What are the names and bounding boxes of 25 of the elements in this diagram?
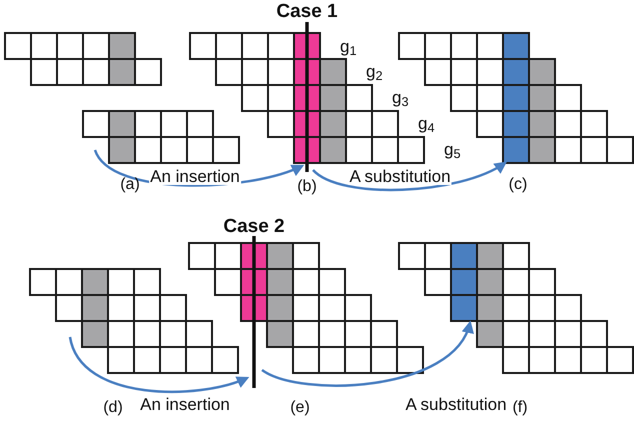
case-heading: Case 2 — [222, 217, 286, 236]
group-label: g$_{3}$ — [392, 89, 409, 106]
group-label: g$_{1}$ — [340, 38, 357, 55]
group-label: g$_{4}$ — [418, 115, 435, 132]
panel-label: (e) — [290, 400, 310, 416]
edge-label: An insertion — [149, 168, 241, 185]
edge-label: An insertion — [139, 396, 231, 413]
panel-label: (b) — [297, 179, 317, 195]
edge-label: A substitution — [348, 168, 452, 185]
cell-grid-drawing — [188, 242, 424, 374]
group-label: g$_{5}$ — [444, 141, 461, 158]
panel-label: (c) — [508, 177, 528, 193]
panel-label: (a) — [120, 177, 140, 193]
cell-grid-drawing — [189, 32, 425, 164]
cell-grid-drawing — [4, 32, 240, 164]
group-label: g$_{2}$ — [366, 63, 383, 80]
curved-arrow — [312, 162, 508, 192]
cell-grid-drawing — [29, 268, 239, 374]
curved-arrow — [261, 320, 472, 387]
cell-grid-drawing — [398, 242, 634, 374]
panel-label: (f) — [512, 400, 528, 416]
edge-label: A substitution — [404, 396, 508, 413]
panel-label: (d) — [103, 400, 123, 416]
curved-arrow — [94, 149, 304, 187]
curved-arrow — [68, 336, 250, 393]
